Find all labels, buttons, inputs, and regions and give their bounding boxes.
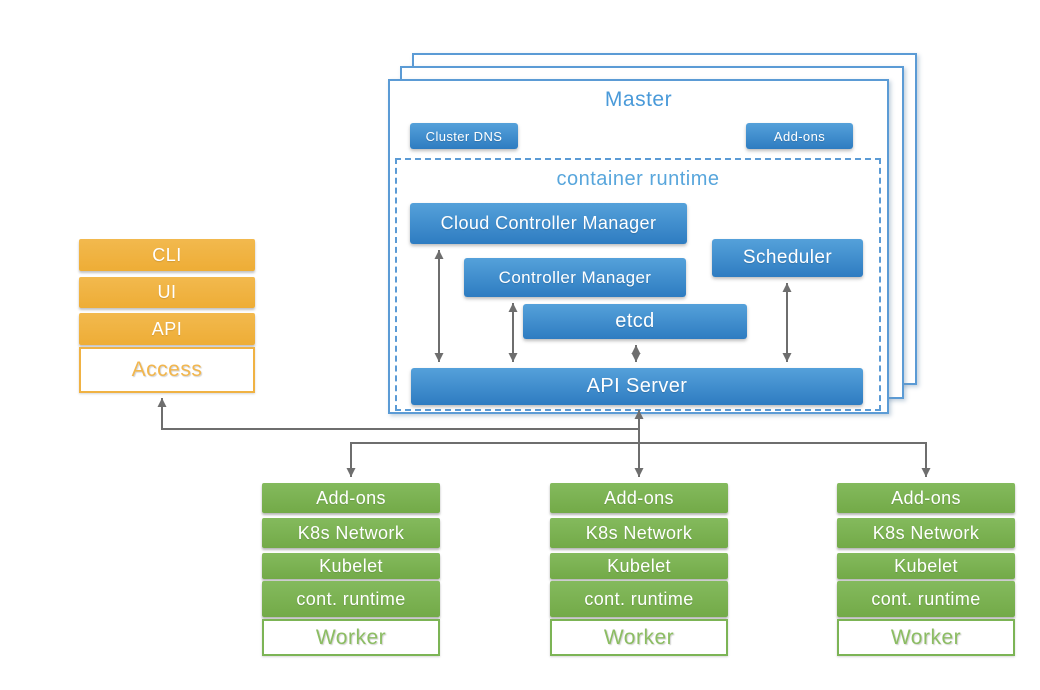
container-runtime-title: container runtime [556, 168, 720, 190]
master-title: Master [604, 88, 673, 111]
worker-row-addons: Add-ons [837, 483, 1015, 513]
api-server-box: API Server [411, 368, 863, 405]
worker-stack-2: Add-ons K8s Network Kubelet cont. runtim… [550, 483, 728, 656]
controller-manager-box: Controller Manager [464, 258, 686, 297]
worker-row-cont-runtime: cont. runtime [262, 581, 440, 617]
worker-box: Worker [262, 619, 440, 656]
access-item-cli: CLI [79, 239, 255, 271]
worker-row-kubelet: Kubelet [550, 553, 728, 579]
cloud-controller-manager-box: Cloud Controller Manager [410, 203, 687, 244]
worker-row-k8s-network: K8s Network [262, 518, 440, 548]
worker-row-cont-runtime: cont. runtime [837, 581, 1015, 617]
master-addons-box: Add-ons [746, 123, 853, 149]
worker-row-k8s-network: K8s Network [837, 518, 1015, 548]
worker-row-kubelet: Kubelet [837, 553, 1015, 579]
worker-row-k8s-network: K8s Network [550, 518, 728, 548]
arrow-apiserver-worker-right [639, 442, 931, 477]
worker-row-addons: Add-ons [550, 483, 728, 513]
arrow-apiserver-worker-left [346, 442, 639, 477]
worker-row-cont-runtime: cont. runtime [550, 581, 728, 617]
worker-box: Worker [550, 619, 728, 656]
scheduler-box: Scheduler [712, 239, 863, 277]
access-box: Access [79, 347, 255, 393]
access-item-api: API [79, 313, 255, 345]
worker-row-kubelet: Kubelet [262, 553, 440, 579]
worker-stack-3: Add-ons K8s Network Kubelet cont. runtim… [837, 483, 1015, 656]
cluster-dns-box: Cluster DNS [410, 123, 518, 149]
access-item-ui: UI [79, 277, 255, 308]
etcd-box: etcd [523, 304, 747, 339]
worker-box: Worker [837, 619, 1015, 656]
worker-row-addons: Add-ons [262, 483, 440, 513]
worker-stack-1: Add-ons K8s Network Kubelet cont. runtim… [262, 483, 440, 656]
